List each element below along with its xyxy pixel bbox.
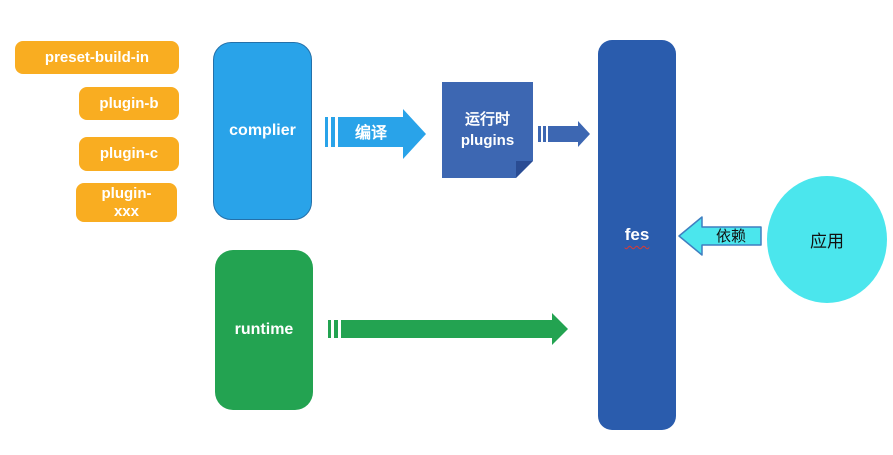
app-ellipse: 应用 [767, 176, 887, 303]
arrow-stripe [325, 117, 328, 147]
arrow-stripe [334, 320, 338, 338]
arrow-stripe [331, 117, 335, 147]
fes-label: fes [624, 225, 650, 244]
arrow-head [552, 313, 568, 345]
arrow-stripe [328, 320, 331, 338]
compiler-label: complier [229, 122, 296, 139]
runtime-box: runtime [215, 250, 313, 410]
fes-box: fes [598, 40, 676, 430]
arrow-head [403, 109, 426, 159]
arrow-stripe [538, 126, 541, 142]
compile-arrow-icon: 编译 [325, 109, 426, 159]
runtime-to-fes-arrow-icon [328, 313, 568, 345]
arrow-body [341, 320, 552, 338]
plugins-to-fes-arrow-icon [538, 121, 590, 147]
compiler-box: complier [213, 42, 312, 220]
badge-plugin-xxx: plugin- xxx [76, 183, 177, 222]
badge-preset-build-in: preset-build-in [15, 41, 179, 74]
folded-corner [516, 161, 533, 178]
arrow-body [548, 126, 578, 142]
app-label: 应用 [810, 232, 844, 251]
badge-plugin-c: plugin-c [79, 137, 179, 171]
runtime-plugins-box: 运行时 plugins [442, 82, 533, 178]
compile-arrow-label: 编译 [355, 123, 388, 142]
arrow-stripe [543, 126, 546, 142]
arrow-shape [678, 216, 762, 256]
depend-arrow-label: 依赖 [716, 228, 746, 245]
runtime-label: runtime [234, 321, 294, 338]
badge-plugin-b: plugin-b [79, 87, 179, 120]
runtime-plugins-label: 运行时 plugins [460, 111, 515, 149]
arrow-head [578, 121, 590, 147]
arrow-body [338, 117, 403, 147]
depend-arrow-icon: 依赖 [678, 216, 762, 256]
